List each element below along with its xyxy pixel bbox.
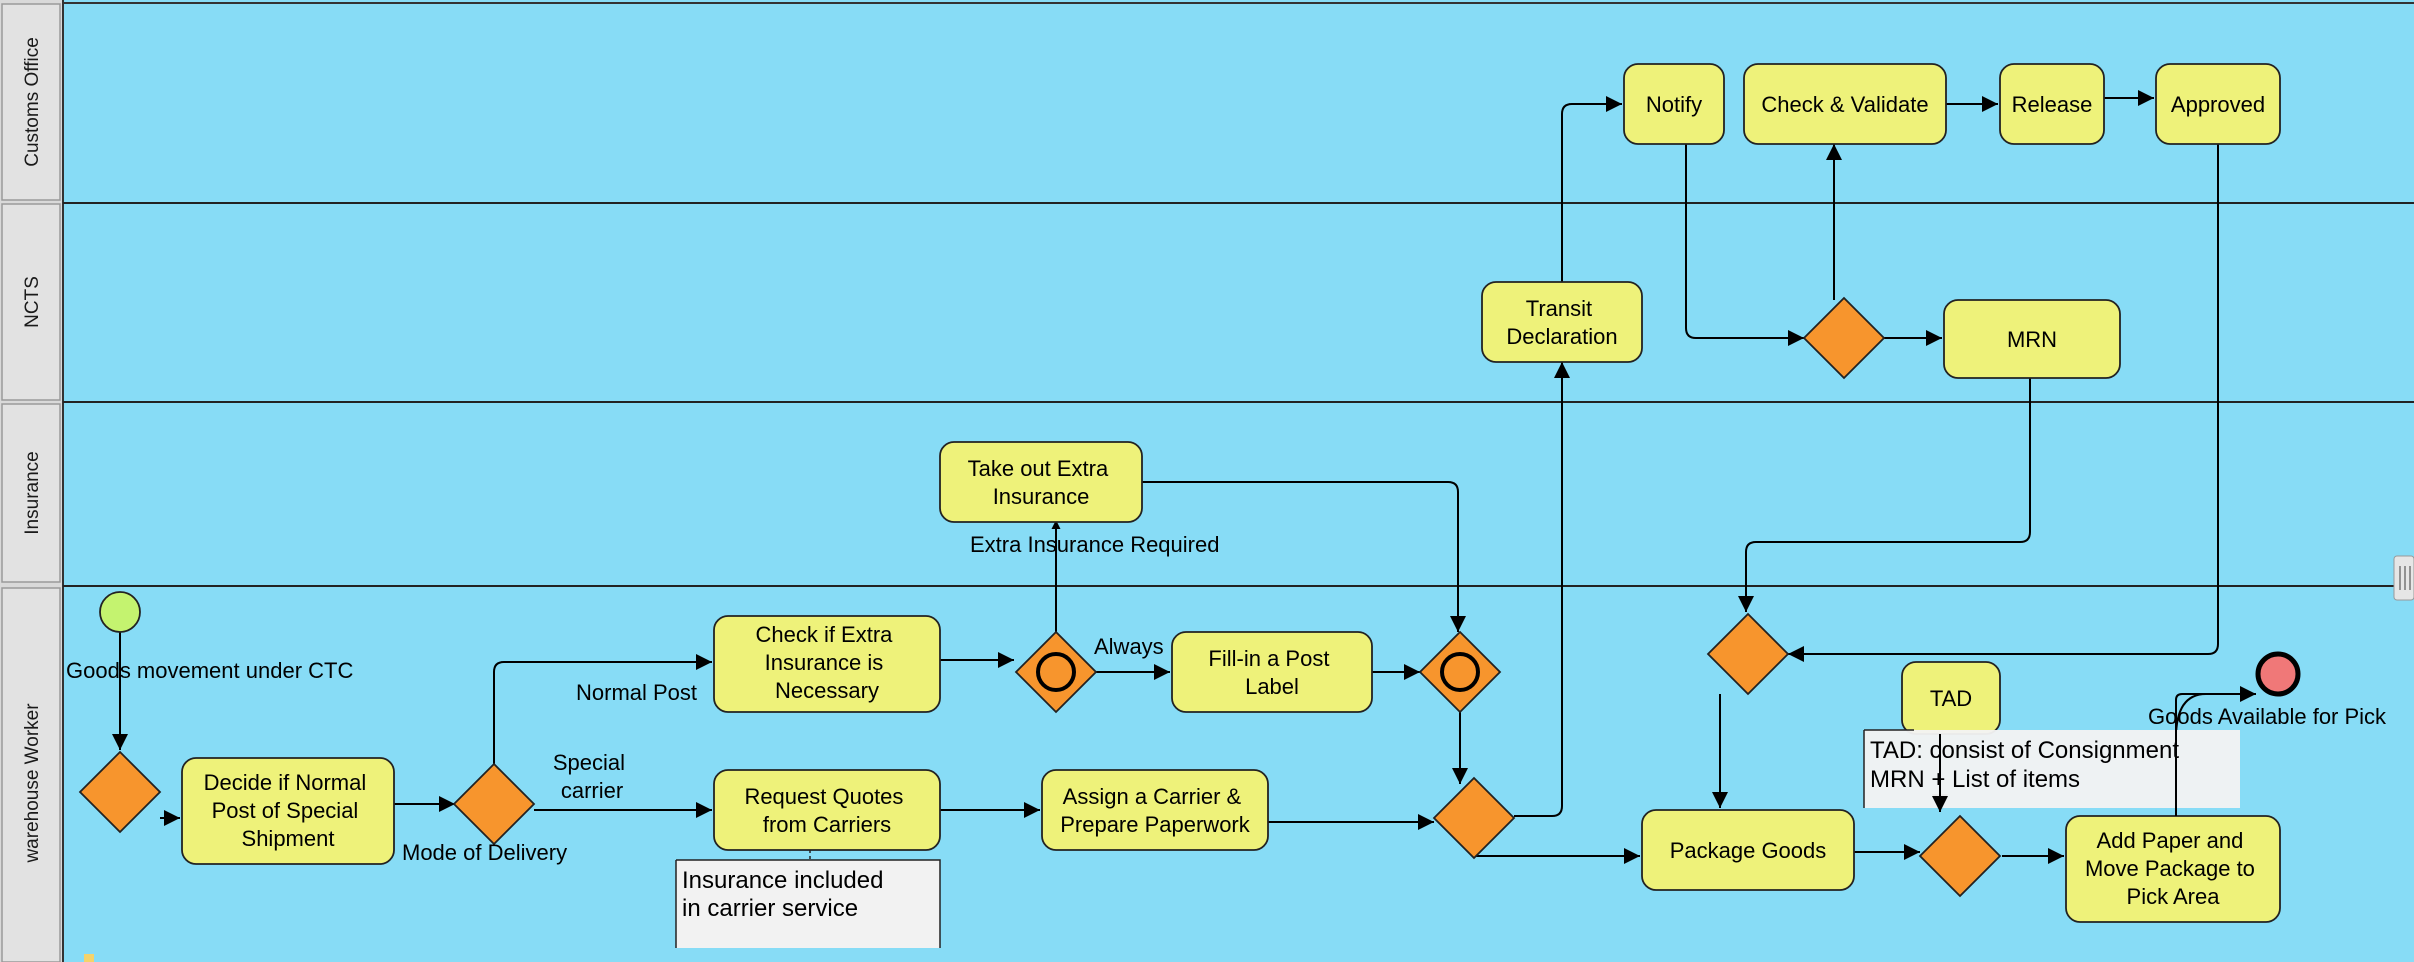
task-mrn[interactable]: MRN [1943,299,2121,379]
start-event-label: Goods movement under CTC [66,658,353,683]
flow-label-special-carrier: Special carrier [553,750,631,803]
gateway-event-insurance[interactable] [1014,630,1098,714]
task-label: Fill-in a Post Label [1208,646,1335,699]
task-assign-carrier[interactable]: Assign a Carrier & Prepare Paperwork [1041,769,1269,851]
lane-label-warehouse: warehouse Worker [22,703,43,864]
gateway-start-split[interactable] [78,750,162,834]
task-release[interactable]: Release [1999,63,2105,145]
task-label: Notify [1646,92,1702,117]
task-fill-post-label[interactable]: Fill-in a Post Label [1171,631,1373,713]
gateway-event-join[interactable] [1418,630,1502,714]
task-label: Approved [2171,92,2265,117]
task-label: Request Quotes from Carriers [744,784,909,837]
task-label: Add Paper and Move Package to Pick Area [2085,828,2261,909]
task-label: Check & Validate [1761,92,1928,117]
gateway-warehouse-join[interactable] [1706,612,1790,696]
flow-label-extra-insurance: Extra Insurance Required [970,532,1219,557]
end-event-label: Goods Available for Pick [2148,704,2387,729]
lane-label-ncts: NCTS [22,276,43,328]
task-check-extra-insurance[interactable]: Check if Extra Insurance is Necessary [713,615,941,713]
task-label: Package Goods [1670,838,1827,863]
gateway-ncts[interactable] [1802,296,1886,380]
sequence-flows [112,90,2256,864]
task-label: Assign a Carrier & Prepare Paperwork [1060,784,1251,837]
annotation-text: TAD: consist of Consignment MRN + List o… [1870,737,2186,793]
gateway-label-mode-of-delivery: Mode of Delivery [402,840,567,865]
task-label: Transit Declaration [1506,296,1617,349]
flow-transit-to-notify[interactable] [1561,96,1622,282]
lane-header-insurance[interactable]: Insurance [1,403,61,583]
task-request-quotes[interactable]: Request Quotes from Carriers [713,769,941,851]
lane-header-warehouse[interactable]: warehouse Worker [1,587,61,962]
task-add-paper[interactable]: Add Paper and Move Package to Pick Area [2065,815,2281,923]
task-label: MRN [2007,327,2057,352]
annotation-insurance-note[interactable]: Insurance included in carrier service [675,850,941,948]
gateway-final-join[interactable] [1918,814,2002,898]
corner-marker [84,954,94,962]
end-event[interactable] [2255,651,2301,697]
flow-label-always: Always [1094,634,1164,659]
flow-approved-to-gateway[interactable] [1788,144,2219,662]
lane-header-ncts[interactable]: NCTS [1,203,61,401]
task-label: Take out Extra Insurance [968,456,1115,509]
lane-resize-handle[interactable] [2393,555,2414,601]
gateway-merge-shipping[interactable] [1432,776,1516,860]
flow-mrn-to-gateway[interactable] [1738,378,2031,612]
task-label: TAD [1930,686,1972,711]
task-approved[interactable]: Approved [2155,63,2281,145]
task-label: Decide if Normal Post of Special Shipmen… [204,770,373,851]
flow-insurance-to-event-gateway[interactable] [1142,481,1466,632]
task-take-out-insurance[interactable]: Take out Extra Insurance [939,441,1143,523]
flow-normal-post[interactable] [493,654,712,764]
task-label: Release [2012,92,2093,117]
annotation-text: Insurance included in carrier service [682,867,890,922]
task-decide-post[interactable]: Decide if Normal Post of Special Shipmen… [181,757,395,865]
lane-header-customs[interactable]: Customs Office [1,3,61,201]
task-transit-declaration[interactable]: Transit Declaration [1481,281,1643,363]
gateway-mode-of-delivery[interactable] [452,762,536,846]
flow-add-paper-overlay [2175,693,2254,816]
task-check-validate[interactable]: Check & Validate [1743,63,1947,145]
lane-label-customs: Customs Office [22,37,43,167]
task-label: Check if Extra Insurance is Necessary [755,622,898,703]
task-notify[interactable]: Notify [1623,63,1725,145]
lane-label-insurance: Insurance [22,451,43,534]
flow-notify-to-gateway[interactable] [1685,144,1804,346]
flow-merge-to-transit[interactable] [1514,362,1570,817]
event-gateway-circle-icon [1440,652,1480,692]
annotation-tad-note[interactable]: TAD: consist of Consignment MRN + List o… [1863,729,2240,808]
flow-label-normal-post: Normal Post [576,680,697,705]
task-package-goods[interactable]: Package Goods [1641,809,1855,891]
task-tad[interactable]: TAD [1901,661,2001,735]
start-event[interactable] [99,591,141,633]
event-gateway-circle-icon [1036,652,1076,692]
